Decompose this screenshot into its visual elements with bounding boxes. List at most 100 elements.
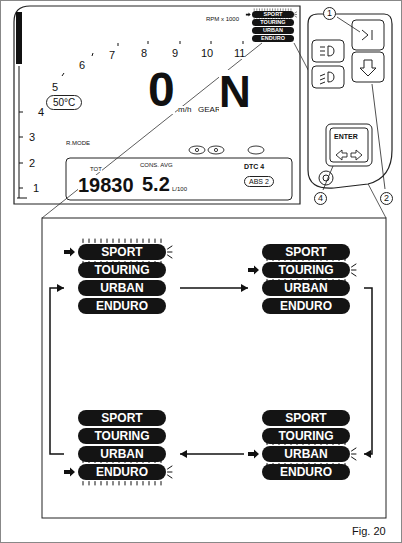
blink-ray [143,482,144,486]
mode-pill: ENDURO [262,464,350,480]
selection-arrow [248,266,259,275]
selection-arrow [64,468,75,477]
blink-ray [149,239,150,243]
scale-number: 7 [109,50,115,61]
arrow-line [50,288,64,454]
button [352,52,384,82]
blink-ray [137,239,138,243]
enter-arrows [336,150,362,160]
consumption-unit: L/100 [172,186,187,192]
button [312,66,344,88]
blink-ray [119,482,120,486]
callout-number: 2 [380,192,393,205]
blink-ray [161,482,162,486]
mode-name: SPORT [264,11,283,18]
mode-name: ENDURO [96,464,148,480]
arrow-head [364,450,371,458]
mode-pill: ENDURO [262,298,350,314]
odometer-frame [66,158,292,200]
mode-pill: TOURING [78,262,166,278]
arrow-head [241,284,248,292]
odometer-caption: TOT [90,166,102,172]
blink-ray [131,482,132,486]
mode-pill: ENDURO [78,298,166,314]
mode-name: URBAN [100,446,143,462]
mode-name: TOURING [278,262,333,278]
mode-name: TOURING [278,428,333,444]
mode-name: URBAN [284,280,327,296]
arrow-line [180,453,244,455]
enter-button [330,128,368,162]
mode-pill: TOURING [262,262,350,278]
button-text: ENTER [334,133,358,140]
leader-line [323,17,385,190]
mode-name: URBAN [100,280,143,296]
blink-ray [113,239,114,243]
blink-ray [168,475,173,478]
display-readout: 50°C [46,95,82,110]
readout-text: 50°C [53,95,75,110]
mode-pill: SPORT [78,244,166,260]
blink-ray [89,482,90,486]
cycle-arrow [364,288,372,458]
status-icon [248,146,264,154]
speed-value: 0 [148,66,175,114]
mode-pill: TOURING [78,428,166,444]
blink-ray [113,482,114,486]
blink-ray [125,239,126,243]
rpm-unit: RPM x 1000 [206,16,239,22]
blink-ray [352,273,357,276]
blink-ray [89,239,90,243]
mode-name: TOURING [260,19,285,26]
blink-ray [352,454,357,455]
scale-number: 11 [234,48,245,59]
arrow-head [180,450,187,458]
mode-caption: R.MODE [66,140,90,146]
mode-pill: SPORT [78,410,166,426]
scale-number: 6 [79,60,85,71]
mode-pill: SPORT [252,11,294,18]
consumption-value: 5.2 [142,174,170,194]
scale-number: 3 [29,132,35,143]
mode-pill: SPORT [262,410,350,426]
arrow-line [180,287,248,289]
blink-ray [101,239,102,243]
cycle-arrow [50,284,64,454]
status-icon [189,146,205,154]
blink-ray [295,14,297,15]
blink-ray [168,252,173,253]
blink-ray [131,239,132,243]
mode-name: SPORT [285,410,326,426]
scale-number: 9 [172,48,178,59]
blink-ray [168,466,173,469]
arrow-line [364,288,372,454]
blink-ray [83,482,84,486]
selection-arrow [248,450,259,459]
blink-ray [352,448,357,451]
button-icon [360,60,376,76]
blink-ray [352,264,357,267]
blink-ray [101,482,102,486]
blink-ray [155,239,156,243]
blink-ray [107,239,108,243]
callout-number: 1 [323,7,336,20]
display-readout: ABS 2 [244,176,274,187]
mode-pill: URBAN [262,446,350,462]
scale-number: 2 [29,158,35,169]
handlebar-switch [308,14,392,188]
rev-bar [16,12,22,64]
mode-pill: TOURING [262,428,350,444]
mode-name: SPORT [285,244,326,260]
mode-name: TOURING [94,262,149,278]
blink-ray [155,482,156,486]
mode-name: TOURING [94,428,149,444]
mode-name: ENDURO [280,298,332,314]
selection-arrow [246,13,251,17]
scale-number: 5 [52,82,58,93]
mode-pill: URBAN [78,446,166,462]
callout-number: 4 [314,192,327,205]
cycle-arrow [180,450,244,458]
figure-caption: Fig. 20 [352,526,386,537]
button-icon [362,30,372,40]
odometer-value: 19830 [78,175,134,195]
